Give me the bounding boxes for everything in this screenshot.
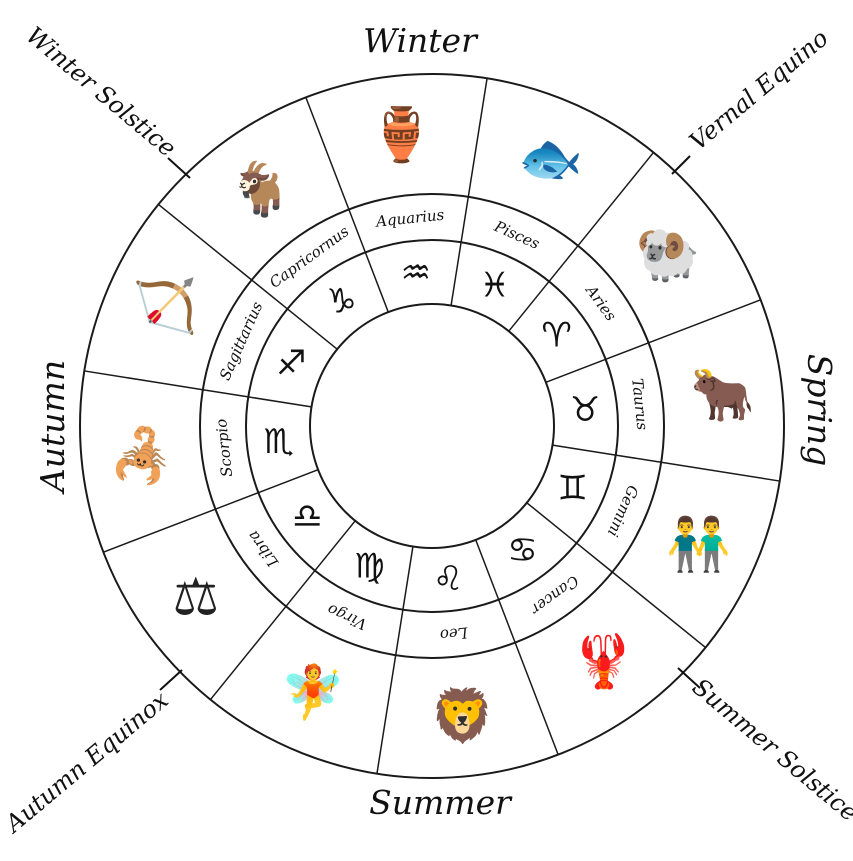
symbol-libra: ♎ xyxy=(292,497,322,537)
sign-name-gemini: Gemini xyxy=(604,483,643,540)
maiden-icon: 🧚 xyxy=(281,662,346,723)
sector-divider xyxy=(661,462,780,481)
sector-divider xyxy=(499,600,515,643)
archer-icon: 🏹 xyxy=(133,276,198,337)
event-autumn-equinox: Autumn Equinox xyxy=(0,686,174,840)
sector-divider xyxy=(377,655,396,774)
vernal-equinox-pointer xyxy=(672,156,690,174)
symbol-taurus: ♉ xyxy=(570,390,600,430)
sector-divider xyxy=(552,445,615,455)
symbol-scorpio: ♏ xyxy=(264,422,294,462)
sign-name-taurus: Taurus xyxy=(628,377,651,431)
sector-divider xyxy=(461,197,468,242)
sector-divider xyxy=(306,97,349,209)
goat-icon: 🐐 xyxy=(228,159,293,220)
ram-icon: 🐏 xyxy=(636,224,701,284)
sign-figures: 🏺 🐟 🐏 🐂 👬 🦞 🦁 🧚 ⚖ 🦂 🏹 🐐 xyxy=(109,105,755,747)
season-pointers xyxy=(160,156,700,690)
symbol-virgo: ♍ xyxy=(354,547,384,587)
symbol-pisces: ♓ xyxy=(479,265,509,305)
scales-icon: ⚖ xyxy=(172,568,219,628)
season-winter: Winter xyxy=(363,21,479,60)
sign-name-scorpio: Scorpio xyxy=(212,418,236,478)
lion-icon: 🦁 xyxy=(430,685,495,746)
sector-divider xyxy=(210,606,286,699)
sector-divider xyxy=(103,509,215,552)
sector-divider xyxy=(365,252,388,312)
inner-ring xyxy=(246,240,618,612)
season-spring: Spring xyxy=(800,354,839,466)
symbol-gemini: ♊ xyxy=(557,469,587,509)
symbol-sagittarius: ♐ xyxy=(276,343,306,383)
sector-divider xyxy=(258,470,318,493)
sign-name-sagittarius: Sagittarius xyxy=(216,299,267,383)
sector-divider xyxy=(515,643,558,755)
sector-divider xyxy=(349,209,365,252)
sector-dividers xyxy=(84,78,779,773)
event-vernal-equinox: Vernal Equino xyxy=(684,24,834,156)
water-bearer-icon: 🏺 xyxy=(369,105,434,166)
crab-icon: 🦞 xyxy=(571,631,636,692)
wheel-rings xyxy=(80,74,784,778)
sign-name-leo: Leo xyxy=(439,623,470,644)
sector-divider xyxy=(577,543,613,572)
autumn-equinox-pointer xyxy=(160,670,182,690)
sector-divider xyxy=(84,371,203,390)
sector-divider xyxy=(476,540,499,600)
season-summer: Summer xyxy=(369,783,513,822)
fish-icon: 🐟 xyxy=(518,129,583,189)
sector-divider xyxy=(451,242,461,305)
symbol-leo: ♌ xyxy=(433,559,463,599)
winter-solstice-pointer xyxy=(168,158,190,178)
twins-icon: 👬 xyxy=(666,514,731,575)
sign-name-libra: Libra xyxy=(244,527,283,571)
sector-divider xyxy=(546,359,606,382)
symbol-capricornus: ♑ xyxy=(326,281,356,321)
sector-divider xyxy=(248,397,311,407)
season-autumn: Autumn xyxy=(33,360,72,495)
symbol-cancer: ♋ xyxy=(507,531,537,571)
sector-divider xyxy=(403,546,413,609)
center-ring xyxy=(310,304,554,548)
sign-name-virgo: Virgo xyxy=(325,600,370,633)
sign-name-aries: Aries xyxy=(581,280,620,324)
sector-divider xyxy=(649,300,761,343)
sector-divider xyxy=(616,455,661,462)
sector-divider xyxy=(396,610,403,655)
outer-ring xyxy=(80,74,784,778)
sector-divider xyxy=(549,246,578,282)
sign-name-pisces: Pisces xyxy=(491,217,543,253)
bull-icon: 🐂 xyxy=(690,365,755,425)
symbol-aquarius: ♒ xyxy=(401,253,431,293)
sector-divider xyxy=(606,343,649,359)
sector-divider xyxy=(468,78,487,197)
sign-name-aquarius: Aquarius xyxy=(373,206,445,231)
sector-divider xyxy=(286,571,315,607)
sector-divider xyxy=(215,493,258,509)
event-summer-solstice: Summer Solstice xyxy=(687,673,853,827)
symbol-aries: ♈ xyxy=(541,315,571,355)
event-winter-solstice: Winter Solstice xyxy=(21,21,182,162)
sector-divider xyxy=(203,390,248,397)
sign-name-cancer: Cancer xyxy=(527,572,582,619)
scorpion-icon: 🦂 xyxy=(109,425,174,487)
